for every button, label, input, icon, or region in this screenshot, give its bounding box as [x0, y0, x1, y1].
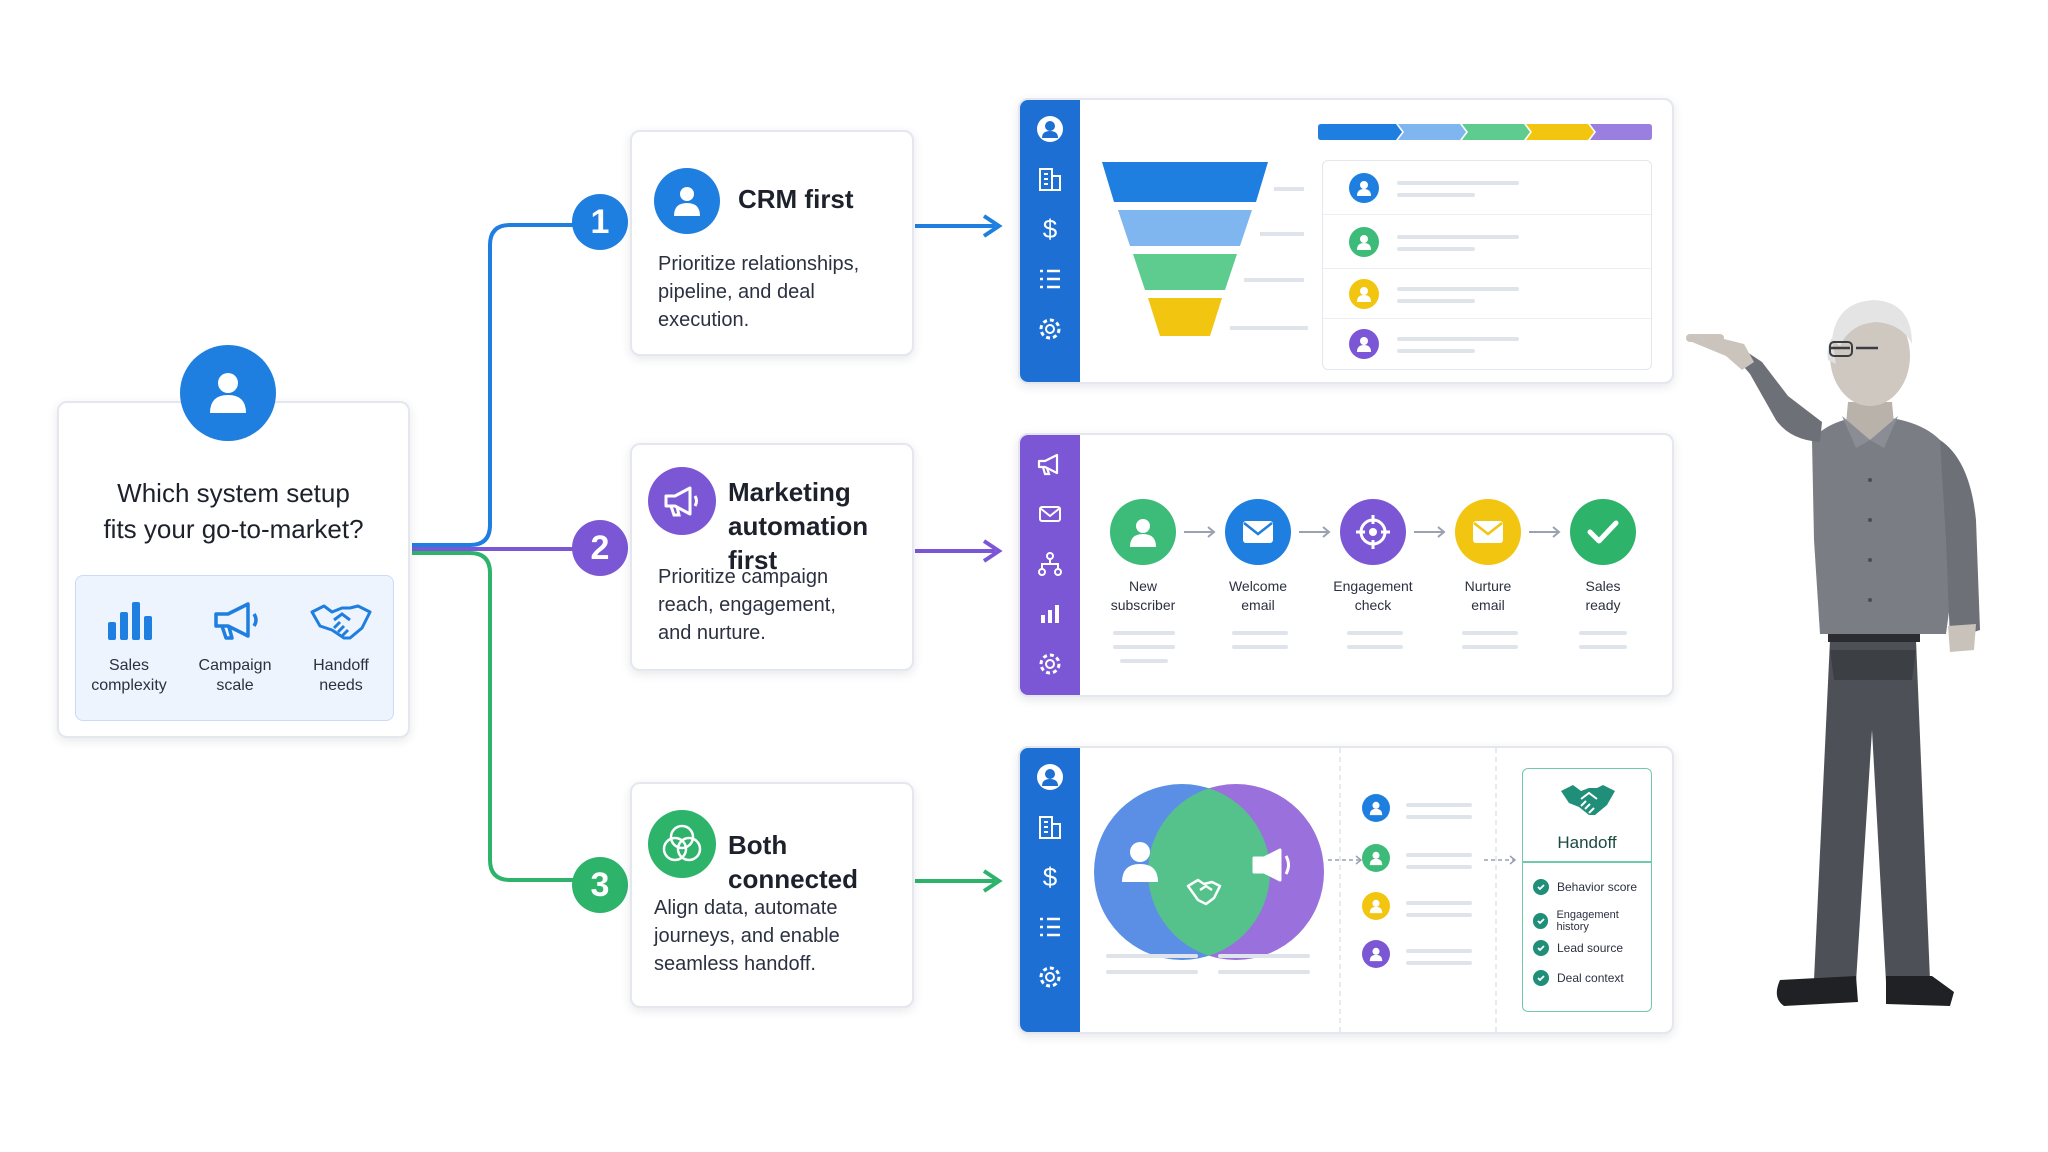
user-icon	[1362, 844, 1390, 872]
handoff-item: Behavior score	[1533, 879, 1637, 895]
gear-icon[interactable]	[1035, 314, 1065, 344]
list-item[interactable]	[1323, 269, 1651, 319]
user-icon	[1349, 227, 1379, 257]
check-icon	[1533, 970, 1549, 986]
check-icon	[1533, 940, 1549, 956]
handoff-card[interactable]: Handoff Behavior score Engagement histor…	[1522, 768, 1652, 1012]
venn-diagram	[1094, 784, 1324, 960]
user-icon	[1349, 329, 1379, 359]
contact-list	[1322, 160, 1652, 370]
check-icon	[1533, 879, 1549, 895]
check-icon	[1533, 913, 1549, 929]
handshake-icon	[310, 604, 372, 640]
building-icon[interactable]	[1035, 812, 1065, 842]
user-icon	[1349, 279, 1379, 309]
list-item[interactable]	[1323, 161, 1651, 215]
megaphone-icon[interactable]	[1035, 449, 1065, 479]
check-icon	[1570, 499, 1636, 565]
gear-icon[interactable]	[1035, 649, 1065, 679]
handshake-icon	[1561, 785, 1615, 815]
user-icon	[1362, 940, 1390, 968]
presenter-photo	[1686, 300, 1980, 1006]
connected-panel: $	[1018, 746, 1674, 1034]
user-icon	[1362, 892, 1390, 920]
option-number-2: 2	[572, 520, 628, 576]
user-icon	[1110, 499, 1176, 565]
option-number-1: 1	[572, 194, 628, 250]
crm-panel: $	[1018, 98, 1674, 384]
dollar-icon[interactable]: $	[1042, 861, 1058, 892]
option-title: Both connected	[728, 830, 859, 894]
user-icon[interactable]	[1035, 762, 1065, 792]
workflow-icon[interactable]	[1035, 549, 1065, 579]
automation-sidebar	[1020, 435, 1080, 695]
option-description: Prioritize relationships,pipeline, and d…	[658, 253, 860, 331]
option-title: CRM first	[738, 184, 854, 214]
list-item[interactable]	[1323, 215, 1651, 269]
user-icon[interactable]	[1035, 114, 1065, 144]
handoff-title: Handoff	[1557, 833, 1617, 852]
dashed-connectors	[1328, 748, 1517, 1032]
list-icon[interactable]	[1035, 912, 1065, 942]
mail-icon[interactable]	[1035, 499, 1065, 529]
list-icon[interactable]	[1035, 264, 1065, 294]
user-icon	[1349, 173, 1379, 203]
building-icon[interactable]	[1035, 164, 1065, 194]
option-number-3: 3	[572, 857, 628, 913]
user-icon	[654, 168, 720, 234]
step-arrows	[1184, 526, 1561, 538]
pipeline-progress	[1318, 124, 1652, 140]
crm-sidebar: $	[1020, 100, 1080, 382]
sales-funnel	[1102, 162, 1308, 336]
list-item[interactable]	[1323, 319, 1651, 369]
connected-sidebar: $	[1020, 748, 1080, 1032]
user-icon	[1362, 794, 1390, 822]
gear-icon[interactable]	[1035, 962, 1065, 992]
question-card: Which system setup fits your go-to-marke…	[57, 401, 410, 738]
mail-icon	[1455, 499, 1521, 565]
user-icon	[180, 345, 276, 441]
megaphone-icon	[214, 602, 258, 640]
mail-icon	[1225, 499, 1291, 565]
bar-chart-icon[interactable]	[1035, 599, 1065, 629]
handoff-item: Deal context	[1533, 970, 1624, 986]
dollar-icon[interactable]: $	[1042, 213, 1058, 244]
overlapping-circles-icon	[648, 810, 716, 878]
question-title: Which system setup fits your go-to-marke…	[103, 478, 364, 544]
handoff-item: Engagement history	[1533, 909, 1651, 933]
handoff-item: Lead source	[1533, 940, 1623, 956]
bar-chart-icon	[108, 602, 152, 640]
option-card-crm-first[interactable]: CRM first Prioritize relationships,pipel…	[630, 130, 914, 356]
target-icon	[1340, 499, 1406, 565]
megaphone-icon	[648, 467, 716, 535]
